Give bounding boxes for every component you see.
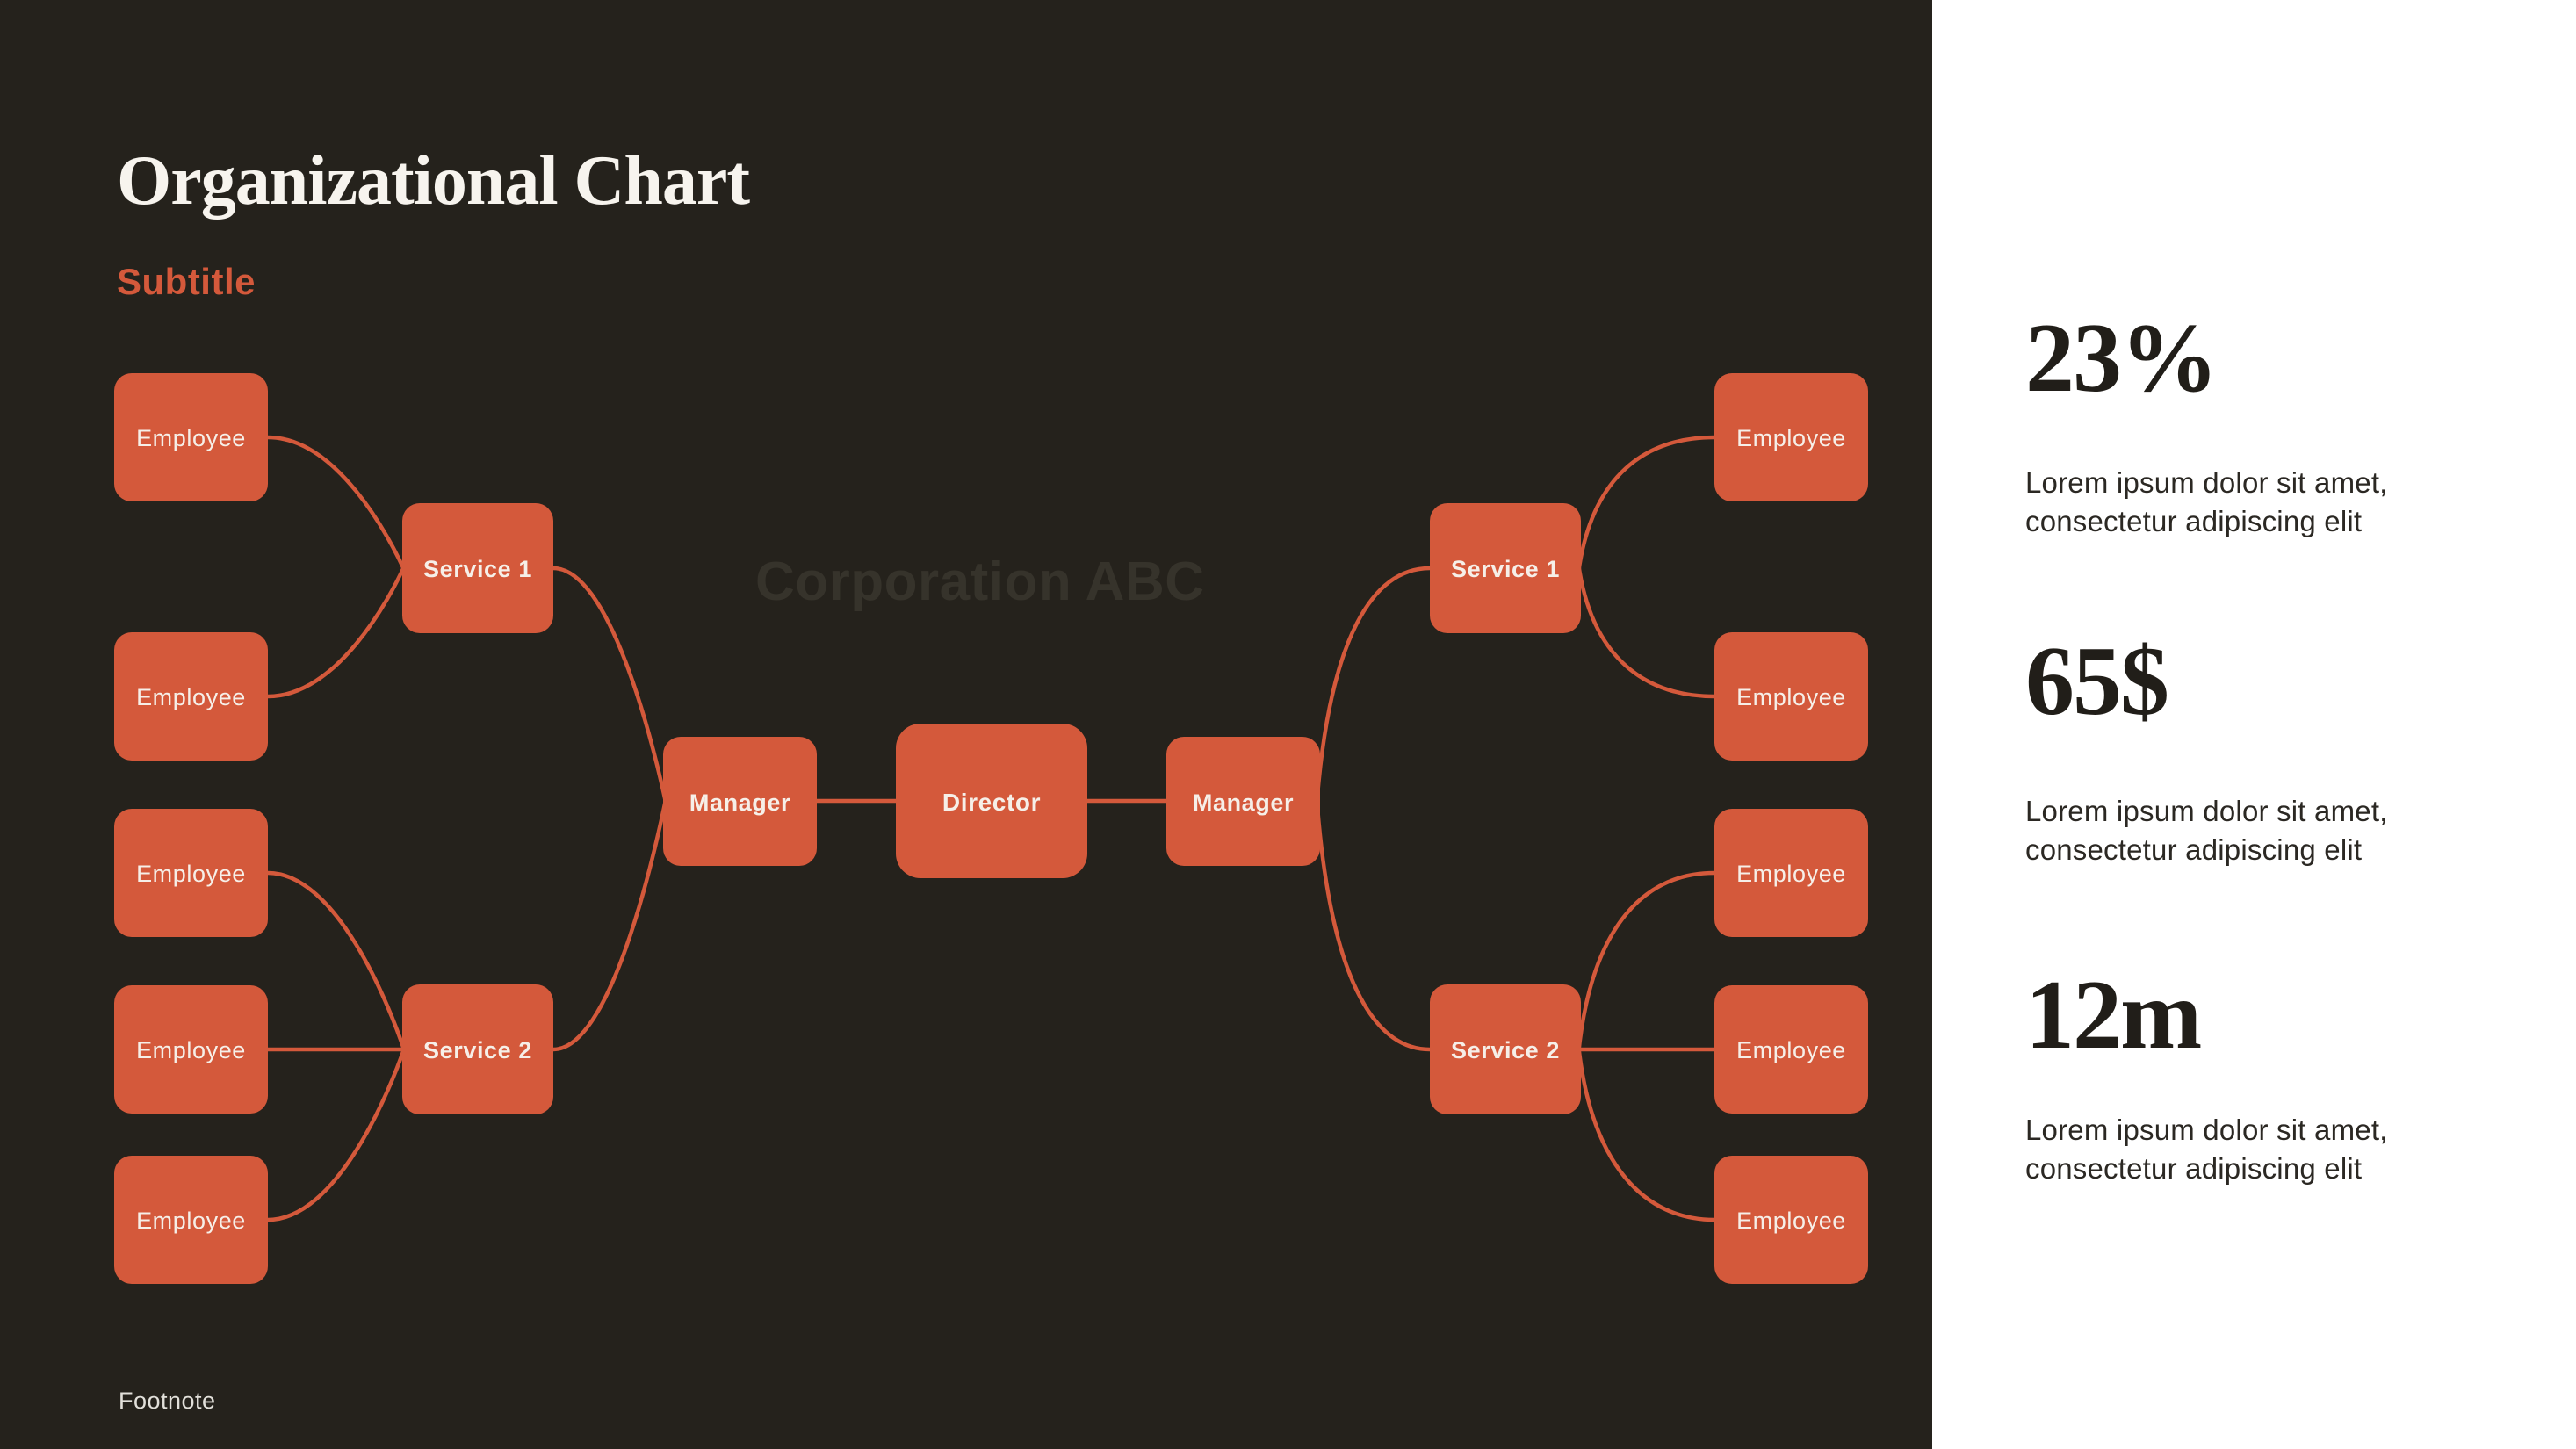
- node-label: Manager: [1192, 789, 1295, 816]
- connector-manager-service1-right: [1314, 566, 1432, 809]
- stats-sidebar: 23% Lorem ipsum dolor sit amet, consecte…: [1932, 0, 2576, 1449]
- org-node-employee-right-2: Employee: [1714, 632, 1868, 761]
- org-node-employee-left-2: Employee: [114, 632, 268, 761]
- subtitle: Subtitle: [117, 261, 256, 302]
- org-node-employee-left-3: Employee: [114, 809, 268, 937]
- connector-employee2-service1-left: [265, 560, 408, 699]
- org-node-employee-right-4: Employee: [1714, 985, 1868, 1114]
- node-label: Employee: [1736, 425, 1846, 451]
- node-label: Employee: [1736, 1037, 1846, 1063]
- node-label: Service 1: [423, 556, 532, 582]
- org-node-employee-left-1: Employee: [114, 373, 268, 501]
- node-label: Employee: [136, 861, 246, 887]
- org-node-service1-left: Service 1: [402, 503, 553, 633]
- node-label: Employee: [136, 684, 246, 710]
- connector-employee5-service2-left: [265, 1042, 408, 1222]
- org-node-service2-right: Service 2: [1430, 984, 1581, 1114]
- connector-employee1-service1-left: [265, 435, 408, 576]
- connector-service2-manager-left: [551, 793, 669, 1052]
- org-chart-panel: Organizational Chart Subtitle Corporatio…: [114, 142, 1868, 1414]
- org-node-director: Director: [896, 724, 1087, 878]
- org-node-employee-right-1: Employee: [1714, 373, 1868, 501]
- connector-service1-employee2-right: [1576, 560, 1717, 699]
- node-label: Service 2: [1451, 1037, 1560, 1063]
- connector-service2-employee3-right: [1576, 870, 1717, 1057]
- node-label: Employee: [1736, 861, 1846, 887]
- org-node-employee-left-4: Employee: [114, 985, 268, 1114]
- stat-description-dollars: Lorem ipsum dolor sit amet, consectetur …: [2025, 795, 2388, 866]
- connector-employee3-service2-left: [265, 870, 408, 1057]
- org-node-manager-right: Manager: [1166, 737, 1320, 866]
- node-label: Director: [942, 788, 1042, 816]
- org-node-employee-right-5: Employee: [1714, 1156, 1868, 1284]
- node-label: Employee: [136, 425, 246, 451]
- org-node-service2-left: Service 2: [402, 984, 553, 1114]
- node-label: Employee: [1736, 1208, 1846, 1234]
- footnote: Footnote: [119, 1388, 216, 1414]
- company-watermark: Corporation ABC: [755, 551, 1205, 612]
- connector-service1-manager-left: [551, 566, 669, 809]
- node-label: Service 2: [423, 1037, 532, 1063]
- stat-description-percent: Lorem ipsum dolor sit amet, consectetur …: [2025, 466, 2388, 537]
- node-label: Employee: [136, 1037, 246, 1063]
- stat-description-months: Lorem ipsum dolor sit amet, consectetur …: [2025, 1114, 2388, 1185]
- org-node-employee-right-3: Employee: [1714, 809, 1868, 937]
- org-node-employee-left-5: Employee: [114, 1156, 268, 1284]
- org-node-service1-right: Service 1: [1430, 503, 1581, 633]
- stat-value-percent: 23%: [2025, 304, 2219, 413]
- node-label: Manager: [689, 789, 791, 816]
- node-label: Employee: [136, 1208, 246, 1234]
- node-label: Employee: [1736, 684, 1846, 710]
- connector-lines: [265, 435, 1717, 1222]
- node-label: Service 1: [1451, 556, 1560, 582]
- connector-service1-employee1-right: [1576, 435, 1717, 576]
- connector-manager-service2-right: [1314, 793, 1432, 1052]
- stat-value-dollars: 65$: [2025, 627, 2169, 736]
- connector-service2-employee5-right: [1576, 1042, 1717, 1222]
- org-node-manager-left: Manager: [663, 737, 817, 866]
- stat-value-months: 12m: [2025, 961, 2202, 1070]
- page-title: Organizational Chart: [117, 142, 750, 220]
